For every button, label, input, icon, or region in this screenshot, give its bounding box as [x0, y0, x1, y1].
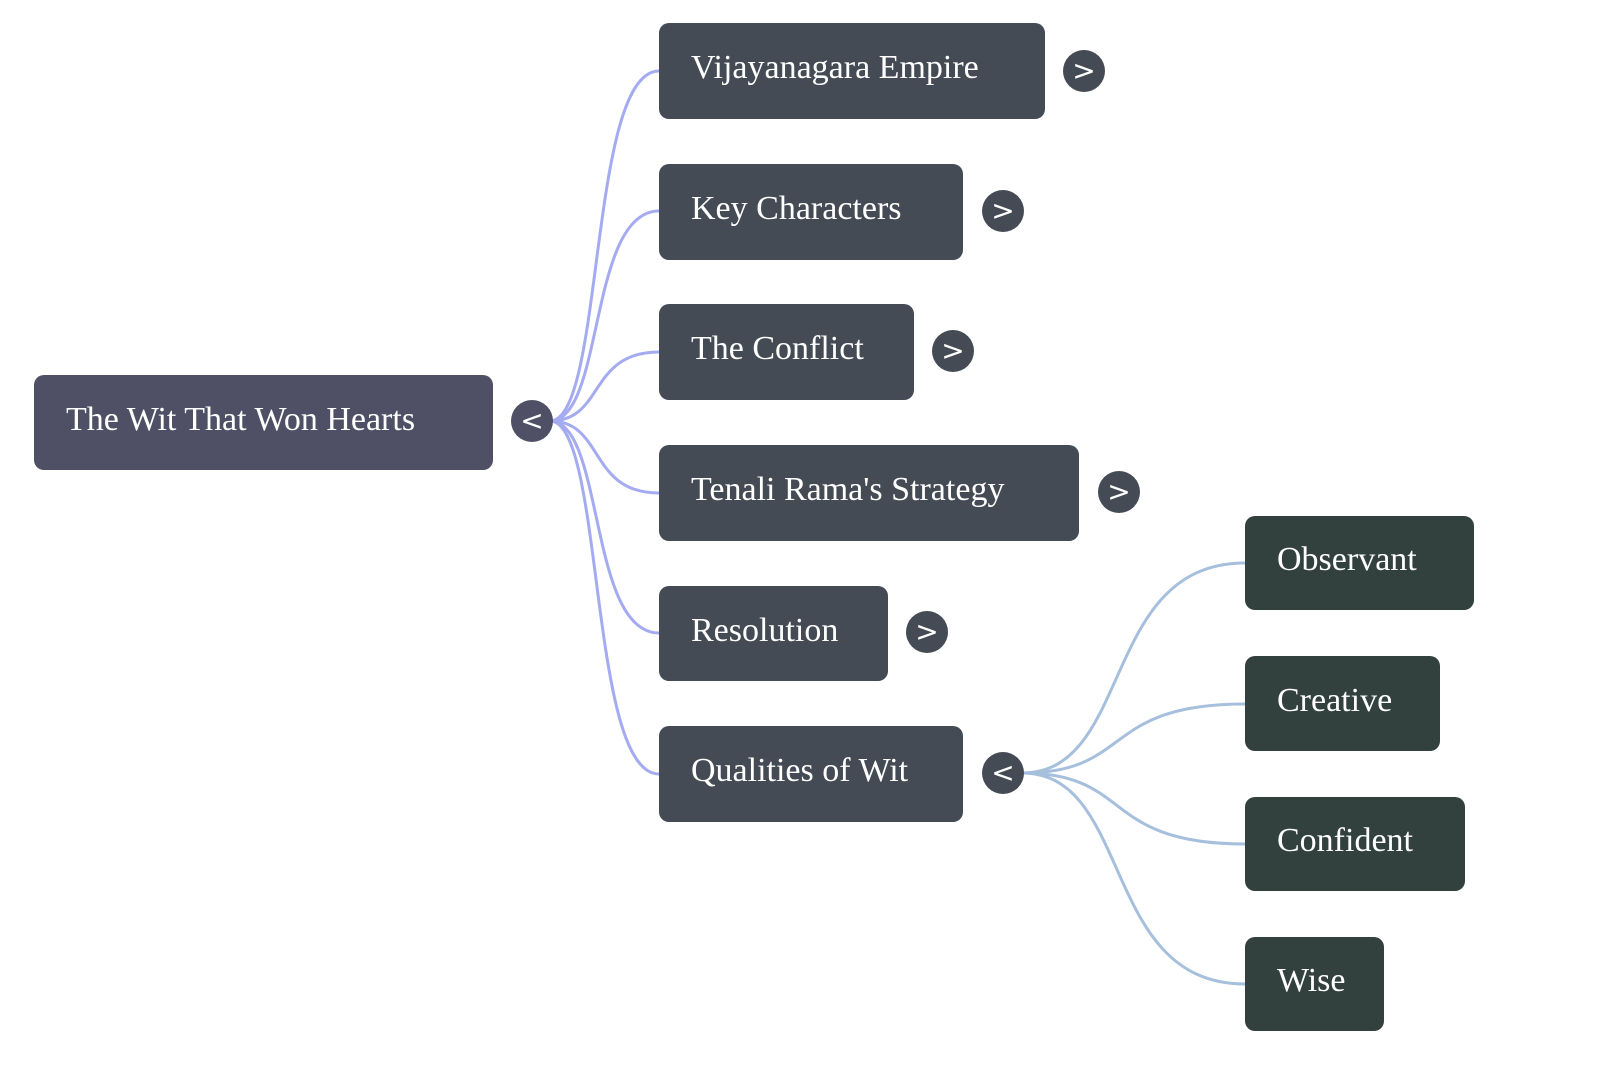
node-confident[interactable]: Confident — [1245, 797, 1465, 891]
expand-toggle-the-conflict[interactable]: > — [932, 330, 974, 372]
node-wise[interactable]: Wise — [1245, 937, 1384, 1031]
node-label: Creative — [1277, 681, 1393, 719]
connector-qualities-child-3 — [1021, 771, 1246, 986]
node-label: Tenali Rama's Strategy — [691, 471, 1005, 508]
connector-root-child-4 — [549, 419, 660, 635]
node-label: Confident — [1277, 822, 1413, 859]
expand-toggle-resolution[interactable]: > — [906, 611, 948, 653]
connector-root-child-2 — [549, 350, 660, 423]
node-label: Resolution — [691, 611, 839, 649]
connector-root-child-1 — [549, 209, 660, 423]
node-label: Key Characters — [691, 190, 902, 227]
node-observant[interactable]: Observant — [1245, 516, 1474, 610]
node-label: Wise — [1277, 962, 1346, 999]
expand-toggle-key-characters[interactable]: > — [982, 190, 1024, 232]
chevron-left-icon: < — [520, 404, 544, 437]
root-node-label: The Wit That Won Hearts — [66, 400, 416, 438]
node-tenali-ramas-strategy[interactable]: Tenali Rama's Strategy — [659, 445, 1079, 541]
node-key-characters[interactable]: Key Characters — [659, 164, 963, 260]
connector-qualities-child-2 — [1021, 771, 1246, 846]
node-label: Vijayanagara Empire — [691, 49, 979, 86]
chevron-right-icon: > — [941, 334, 965, 367]
chevron-left-icon: < — [991, 756, 1015, 789]
node-label: Observant — [1277, 541, 1417, 578]
chevron-right-icon: > — [915, 615, 939, 648]
node-label: Qualities of Wit — [691, 752, 909, 789]
node-label: The Conflict — [691, 330, 864, 367]
expand-toggle-tenali-ramas-strategy[interactable]: > — [1098, 471, 1140, 513]
node-resolution[interactable]: Resolution — [659, 586, 888, 681]
chevron-right-icon: > — [1107, 475, 1131, 508]
connector-root-child-3 — [549, 419, 660, 495]
node-the-conflict[interactable]: The Conflict — [659, 304, 914, 400]
connector-qualities-child-1 — [1021, 702, 1246, 775]
expand-toggle-vijayanagara-empire[interactable]: > — [1063, 50, 1105, 92]
connector-qualities-child-0 — [1021, 561, 1246, 775]
collapse-toggle-qualities-of-wit[interactable]: < — [982, 752, 1024, 794]
connector-root-child-0 — [549, 69, 660, 423]
connector-root-child-5 — [549, 419, 660, 776]
node-creative[interactable]: Creative — [1245, 656, 1440, 751]
chevron-right-icon: > — [991, 194, 1015, 227]
chevron-right-icon: > — [1072, 54, 1096, 87]
root-node[interactable]: The Wit That Won Hearts — [34, 375, 493, 470]
node-vijayanagara-empire[interactable]: Vijayanagara Empire — [659, 23, 1045, 119]
node-qualities-of-wit[interactable]: Qualities of Wit — [659, 726, 963, 822]
collapse-toggle-root[interactable]: < — [511, 400, 553, 442]
